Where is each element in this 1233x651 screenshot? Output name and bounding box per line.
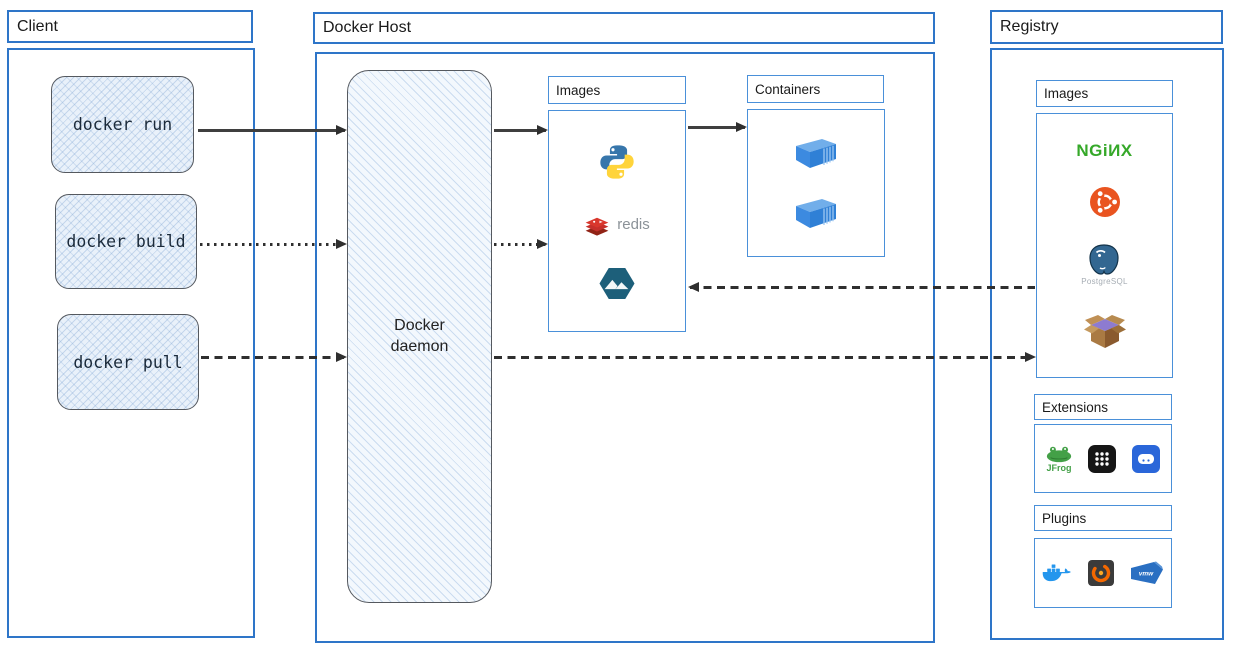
plugins-title-label: Plugins [1042, 510, 1087, 526]
arrow-daemon-to-images-dotted [494, 239, 548, 250]
containers-title-label: Containers [755, 81, 821, 97]
postgresql-icon [1089, 244, 1120, 275]
jfrog-label: JFrog [1046, 463, 1072, 473]
docker-run-label: docker run [72, 115, 173, 134]
arrow-docker-run-to-daemon [198, 125, 347, 136]
grafana-icon [1088, 560, 1114, 586]
arrow-registry-to-images [688, 282, 1035, 293]
extensions-panel-title: Extensions [1034, 394, 1172, 420]
image-item-python [597, 142, 637, 182]
client-title-label: Client [17, 17, 58, 35]
alpine-icon [599, 268, 635, 300]
containers-panel-title: Containers [747, 75, 884, 103]
arrow-daemon-to-registry [494, 352, 1036, 363]
plugins-panel: vmw [1034, 538, 1172, 608]
registry-images-panel: NGiИX PostgreSQL [1036, 113, 1173, 378]
docker-daemon-box: Docker daemon [347, 70, 492, 603]
vmware-label: vmw [1139, 571, 1154, 578]
docker-pull-box: docker pull [57, 314, 199, 410]
docker-whale-icon [1042, 564, 1071, 581]
arrow-images-to-containers [688, 122, 747, 133]
drive-icon [1132, 444, 1160, 473]
extensions-title-label: Extensions [1042, 399, 1109, 415]
plugins-panel-title: Plugins [1034, 505, 1172, 531]
docker-pull-label: docker pull [73, 352, 183, 372]
app-grid-icon [1088, 444, 1116, 473]
extension-item-jfrog: JFrog [1045, 444, 1073, 473]
registry-section-title: Registry [990, 10, 1223, 44]
containers-panel [747, 109, 885, 257]
host-images-title-label: Images [556, 82, 601, 98]
nginx-icon: NGiИX [1076, 140, 1133, 160]
registry-title-label: Registry [1000, 18, 1059, 35]
busybox-icon [1083, 315, 1126, 349]
registry-images-panel-title: Images [1036, 80, 1173, 107]
image-item-redis: redis [584, 213, 650, 237]
redis-label: redis [617, 216, 650, 233]
extensions-panel: JFrog [1034, 424, 1172, 493]
image-item-postgresql: PostgreSQL [1081, 244, 1128, 286]
client-section-title: Client [7, 10, 253, 43]
container-icon [796, 138, 836, 168]
image-item-alpine [598, 267, 636, 300]
arrow-daemon-to-images-solid [494, 125, 548, 136]
python-icon [600, 145, 634, 179]
ubuntu-icon [1089, 187, 1120, 218]
registry-images-title-label: Images [1044, 86, 1089, 101]
postgresql-label: PostgreSQL [1081, 276, 1128, 286]
docker-daemon-label: Docker daemon [390, 316, 449, 355]
arrow-docker-build-to-daemon [200, 239, 347, 250]
redis-icon [585, 217, 609, 236]
docker-run-box: docker run [51, 76, 194, 173]
docker-build-label: docker build [66, 232, 186, 251]
docker-host-title-label: Docker Host [323, 19, 412, 36]
vmware-icon: vmw [1131, 561, 1163, 584]
jfrog-icon [1046, 446, 1072, 463]
docker-host-section-title: Docker Host [313, 12, 935, 44]
host-images-panel-title: Images [548, 76, 686, 104]
container-icon [796, 199, 836, 229]
docker-build-box: docker build [55, 194, 197, 289]
arrow-docker-pull-to-daemon [201, 352, 347, 363]
host-images-panel: redis [548, 110, 686, 332]
